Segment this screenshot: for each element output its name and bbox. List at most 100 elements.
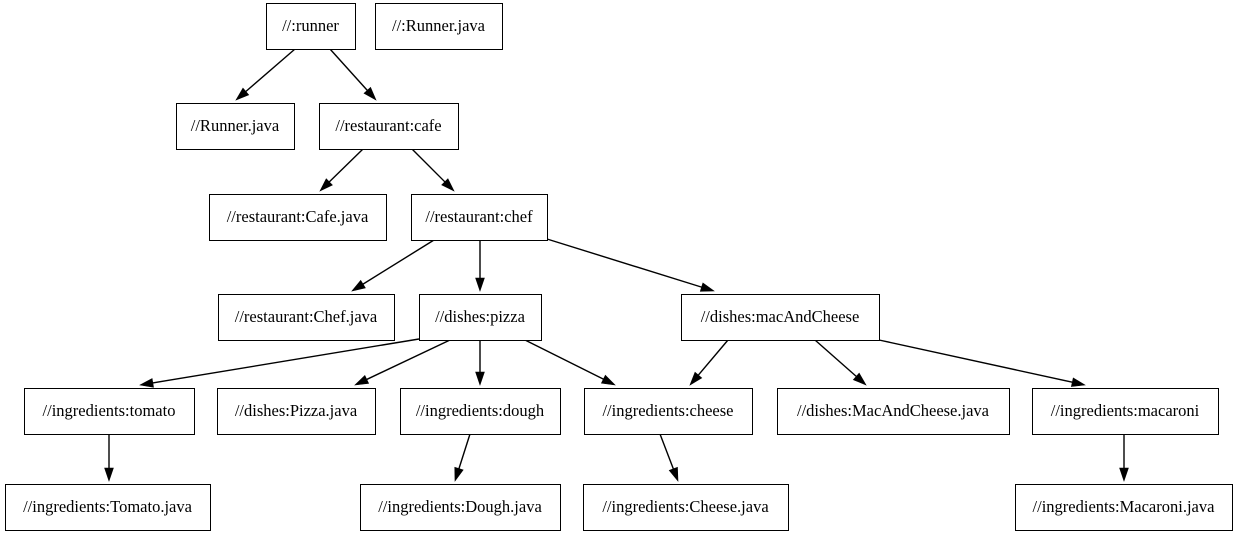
- nodes-layer: //:runner //:Runner.java //Runner.java //re…: [4, 2, 1234, 532]
- edge-line: [366, 339, 451, 381]
- graph-edge: ingredients_macaroni → ingredients_macar…: [1119, 434, 1129, 482]
- edge-line: [329, 48, 368, 91]
- edge-arrowhead: [475, 277, 485, 292]
- edge-arrowhead: [351, 279, 366, 292]
- graph-edge: runner → runner_java: [235, 48, 296, 101]
- graph-edge: dishes_pizza → ingredients_dough: [475, 340, 485, 386]
- node-box[interactable]: [217, 293, 396, 342]
- node-label: //restaurant:chef: [425, 207, 533, 226]
- graph-edge: dishes_macandcheese → dishes_macandchees…: [814, 339, 867, 386]
- node-label: //restaurant:Cafe.java: [227, 207, 369, 226]
- node-box[interactable]: [399, 387, 562, 436]
- edge-arrowhead: [363, 86, 377, 101]
- node-label: //dishes:Pizza.java: [235, 401, 358, 420]
- node-label: //ingredients:Dough.java: [378, 497, 542, 516]
- node-label: //ingredients:Cheese.java: [602, 497, 769, 516]
- graph-node-ingredients_tomato_java[interactable]: //ingredients:Tomato.java: [4, 483, 212, 532]
- node-label: //:runner: [282, 16, 339, 35]
- node-box[interactable]: [265, 2, 357, 51]
- edge-line: [328, 148, 364, 183]
- edge-line: [814, 339, 857, 377]
- node-box[interactable]: [374, 2, 504, 51]
- graph-node-ingredients_cheese[interactable]: //ingredients:cheese: [583, 387, 754, 436]
- graph-edge: restaurant_chef → dishes_pizza: [475, 240, 485, 292]
- node-label: //ingredients:dough: [416, 401, 545, 420]
- node-label: //ingredients:Tomato.java: [23, 497, 193, 516]
- edge-arrowhead: [475, 371, 485, 386]
- graph-node-ingredients_macaroni_java[interactable]: //ingredients:Macaroni.java: [1014, 483, 1234, 532]
- node-label: //dishes:macAndCheese: [701, 307, 860, 326]
- node-label: //dishes:pizza: [435, 307, 525, 326]
- node-box[interactable]: [4, 483, 212, 532]
- edge-arrowhead: [852, 372, 867, 386]
- graph-edge: runner → restaurant_cafe: [329, 48, 377, 101]
- graph-node-dishes_pizza_java[interactable]: //dishes:Pizza.java: [216, 387, 377, 436]
- graph-node-root_runner_java[interactable]: //:Runner.java: [374, 2, 504, 51]
- graph-edge: dishes_pizza → dishes_pizza_java: [354, 339, 451, 386]
- edges-layer: runner → runner_java runner → restaurant_…: [104, 48, 1129, 482]
- edge-line: [152, 338, 420, 384]
- edge-line: [245, 48, 296, 93]
- graph-node-ingredients_dough_java[interactable]: //ingredients:Dough.java: [359, 483, 562, 532]
- node-box[interactable]: [318, 102, 460, 151]
- graph-node-runner[interactable]: //:runner: [265, 2, 357, 51]
- graph-node-dishes_pizza[interactable]: //dishes:pizza: [418, 293, 543, 342]
- graph-node-restaurant_chef[interactable]: //restaurant:chef: [410, 193, 549, 242]
- graph-edge: dishes_macandcheese → ingredients_cheese: [689, 339, 729, 386]
- graph-edge: ingredients_cheese → ingredients_cheese_…: [659, 433, 679, 482]
- node-label: //ingredients:macaroni: [1051, 401, 1200, 420]
- node-box[interactable]: [1031, 387, 1220, 436]
- node-box[interactable]: [359, 483, 562, 532]
- graph-node-restaurant_cafe[interactable]: //restaurant:cafe: [318, 102, 460, 151]
- edge-line: [524, 339, 604, 380]
- node-box[interactable]: [208, 193, 388, 242]
- node-label: //Runner.java: [191, 116, 280, 135]
- graph-node-ingredients_macaroni[interactable]: //ingredients:macaroni: [1031, 387, 1220, 436]
- node-box[interactable]: [1014, 483, 1234, 532]
- graph-node-restaurant_chef_java[interactable]: //restaurant:Chef.java: [217, 293, 396, 342]
- edge-arrowhead: [1070, 377, 1086, 387]
- node-box[interactable]: [680, 293, 881, 342]
- graph-node-runner_java[interactable]: //Runner.java: [175, 102, 296, 151]
- edge-line: [411, 148, 446, 183]
- graph-node-dishes_macandcheese_java[interactable]: //dishes:MacAndCheese.java: [776, 387, 1011, 436]
- graph-node-restaurant_cafe_java[interactable]: //restaurant:Cafe.java: [208, 193, 388, 242]
- node-box[interactable]: [418, 293, 543, 342]
- node-box[interactable]: [175, 102, 296, 151]
- edge-line: [458, 433, 471, 469]
- edge-arrowhead: [354, 374, 370, 386]
- graph-edge: dishes_pizza → ingredients_tomato: [139, 338, 420, 388]
- graph-node-ingredients_dough[interactable]: //ingredients:dough: [399, 387, 562, 436]
- edge-arrowhead: [454, 466, 464, 482]
- edge-arrowhead: [319, 178, 333, 192]
- graph-node-dishes_macandcheese[interactable]: //dishes:macAndCheese: [680, 293, 881, 342]
- graph-node-ingredients_tomato[interactable]: //ingredients:tomato: [23, 387, 196, 436]
- edge-arrowhead: [668, 466, 679, 482]
- edge-arrowhead: [1119, 467, 1129, 482]
- node-box[interactable]: [23, 387, 196, 436]
- graph-edge: restaurant_chef → dishes_macandcheese: [546, 238, 715, 292]
- edge-line: [362, 239, 435, 285]
- node-label: //ingredients:Macaroni.java: [1033, 497, 1216, 516]
- node-box[interactable]: [583, 387, 754, 436]
- graph-edge: restaurant_cafe → restaurant_chef: [411, 148, 455, 192]
- edge-arrowhead: [235, 87, 250, 101]
- edge-arrowhead: [139, 378, 154, 388]
- edge-line: [878, 339, 1073, 383]
- graph-edge: dishes_pizza → ingredients_cheese: [524, 339, 616, 386]
- edge-arrowhead: [699, 282, 715, 292]
- graph-node-ingredients_cheese_java[interactable]: //ingredients:Cheese.java: [582, 483, 790, 532]
- node-label: //restaurant:Chef.java: [235, 307, 378, 326]
- node-box[interactable]: [216, 387, 377, 436]
- node-label: //:Runner.java: [392, 16, 486, 35]
- node-label: //ingredients:cheese: [602, 401, 733, 420]
- graph-edge: dishes_macandcheese → ingredients_macaro…: [878, 339, 1086, 387]
- graph-edge: ingredients_tomato → ingredients_tomato_…: [104, 434, 114, 482]
- node-box[interactable]: [410, 193, 549, 242]
- edge-line: [659, 433, 675, 470]
- node-box[interactable]: [776, 387, 1011, 436]
- node-label: //dishes:MacAndCheese.java: [797, 401, 990, 420]
- node-box[interactable]: [582, 483, 790, 532]
